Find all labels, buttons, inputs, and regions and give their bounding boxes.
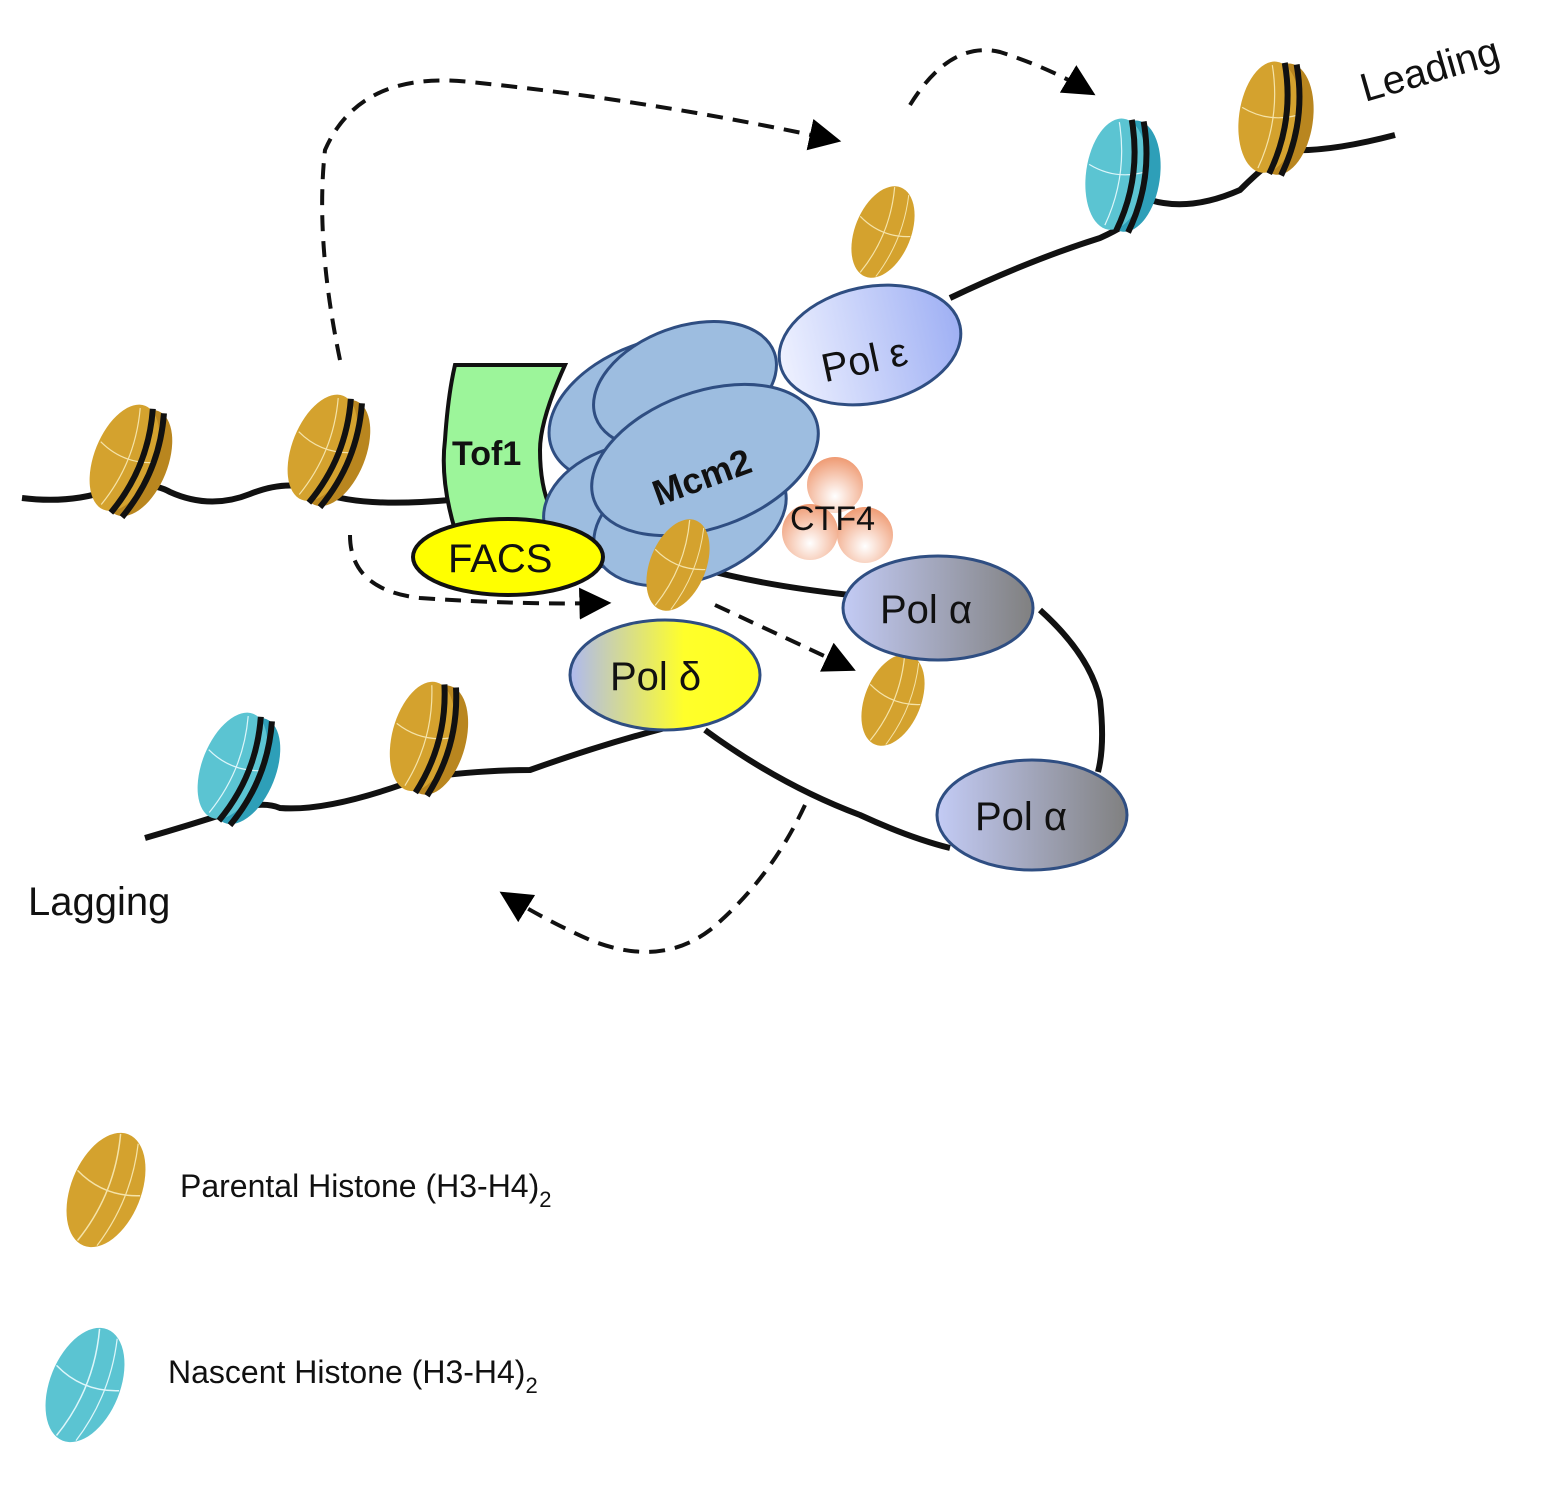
leading-strand-dna bbox=[948, 132, 1396, 301]
lagging-parental-nucleosome bbox=[379, 675, 479, 802]
parental-nucleosome-2 bbox=[274, 385, 385, 517]
parental-nucleosome-1 bbox=[76, 395, 187, 527]
arrow-to-pol-delta bbox=[348, 534, 612, 620]
legend-parental-label: Parental Histone (H3-H4)2 bbox=[180, 1168, 552, 1212]
tof1-label: Tof1 bbox=[452, 435, 521, 473]
lagging-label: Lagging bbox=[28, 880, 170, 924]
pol-epsilon: Pol ε bbox=[777, 283, 963, 407]
legend-nascent-label: Nascent Histone (H3-H4)2 bbox=[168, 1354, 538, 1398]
pol-alpha-lower: Pol α bbox=[935, 758, 1129, 872]
pol-delta-label: Pol δ bbox=[610, 655, 701, 699]
free-parental-histone-lagging bbox=[848, 644, 938, 756]
parental-histone-legend-icon bbox=[50, 1120, 162, 1260]
pol-alpha-upper: Pol α bbox=[841, 554, 1035, 662]
facs-protein: FACS bbox=[411, 517, 605, 597]
pol-delta: Pol δ bbox=[568, 618, 762, 732]
arrow-to-lagging-histone bbox=[714, 603, 856, 672]
arrow-to-leading-histone bbox=[320, 78, 842, 361]
pol-alpha-upper-label: Pol α bbox=[880, 588, 972, 632]
pol-alpha-lower-label: Pol α bbox=[975, 795, 1067, 839]
lagging-nascent-nucleosome bbox=[184, 703, 295, 835]
free-parental-histone-leading bbox=[838, 176, 928, 288]
parental-dna bbox=[21, 482, 451, 506]
ctf4-protein: CTF4 bbox=[782, 457, 893, 563]
leading-nascent-nucleosome bbox=[1079, 115, 1168, 236]
legend: Parental Histone (H3-H4)2 Nascent Histon… bbox=[29, 1120, 552, 1455]
nascent-histone-legend-icon bbox=[29, 1315, 141, 1455]
tof1-protein: Tof1 bbox=[441, 363, 570, 532]
arrow-to-lagging-nucleosome bbox=[499, 804, 807, 954]
leading-parental-nucleosome bbox=[1232, 58, 1321, 179]
facs-label: FACS bbox=[448, 537, 552, 581]
leading-label: Leading bbox=[1355, 29, 1504, 111]
arrow-to-leading-nucleosome bbox=[908, 48, 1096, 107]
histone-transfer-arrows bbox=[320, 48, 1096, 954]
ctf4-label: CTF4 bbox=[790, 500, 875, 538]
